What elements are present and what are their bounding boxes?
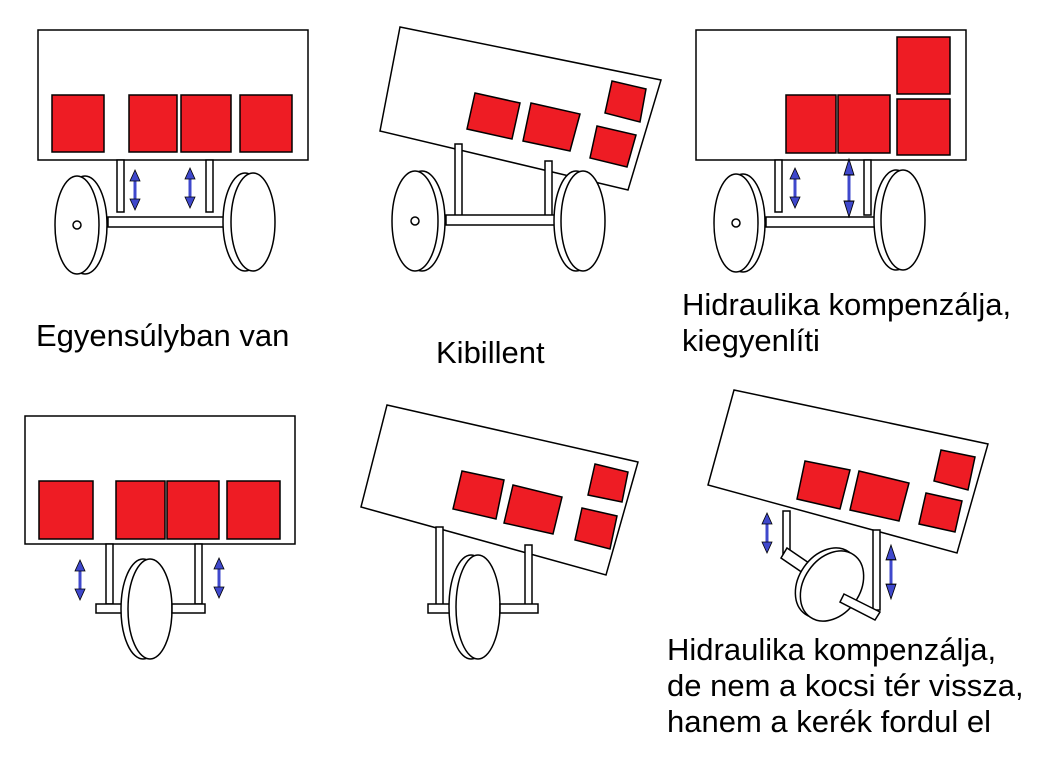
- load-box: [604, 80, 647, 123]
- load-box: [849, 470, 910, 522]
- load-box: [587, 463, 629, 503]
- axle: [838, 592, 882, 621]
- wheel: [880, 169, 926, 271]
- support-post: [454, 143, 463, 218]
- load-box: [522, 102, 581, 152]
- support-post: [544, 160, 553, 218]
- support-post: [872, 529, 881, 611]
- panel-compensated-two-wheels: [695, 29, 967, 273]
- cart-body: [379, 26, 662, 191]
- hydraulic-arrow-icon: [760, 511, 774, 555]
- axle: [499, 603, 539, 614]
- axle-hub: [72, 220, 82, 230]
- load-box: [918, 492, 963, 533]
- hydraulic-arrow-icon: [212, 556, 226, 600]
- wheel: [455, 554, 501, 660]
- caption-line: hanem a kerék fordul el: [667, 704, 991, 739]
- load-box: [589, 125, 637, 168]
- load-box: [796, 460, 851, 510]
- caption-wheel-turns: Hidraulika kompenzálja, de nem a kocsi t…: [667, 632, 1024, 740]
- support-post: [194, 543, 203, 605]
- load-box: [226, 480, 281, 540]
- caption-line: Hidraulika kompenzálja,: [682, 287, 1012, 322]
- wheel: [560, 170, 606, 272]
- load-box: [503, 484, 563, 535]
- load-box: [128, 94, 178, 153]
- load-box: [896, 36, 951, 95]
- caption-balanced: Egyensúlyban van: [36, 318, 290, 353]
- axle: [171, 603, 206, 614]
- load-box: [51, 94, 105, 153]
- load-box: [837, 94, 891, 154]
- support-post: [524, 544, 533, 608]
- caption-line: kiegyenlíti: [682, 323, 820, 358]
- axle: [107, 216, 239, 228]
- panel-balanced-single-wheel: [24, 415, 296, 660]
- support-post: [116, 159, 125, 213]
- load-box: [115, 480, 166, 540]
- wheel: [127, 558, 173, 660]
- axle-hub: [731, 218, 741, 228]
- caption-tipped: Kibillent: [436, 335, 545, 370]
- load-box: [180, 94, 232, 153]
- load-box: [896, 98, 951, 156]
- axle-hub: [410, 216, 420, 226]
- caption-compensated: Hidraulika kompenzálja, kiegyenlíti: [682, 287, 1011, 359]
- support-post: [105, 543, 114, 605]
- panel-tipped-single-wheel: [360, 404, 639, 660]
- support-post: [205, 159, 214, 213]
- panel-wheel-turns: [707, 389, 989, 622]
- load-box: [166, 480, 220, 540]
- load-box: [933, 449, 976, 491]
- hydraulic-arrow-icon: [886, 545, 896, 599]
- hydraulic-arrow-icon: [183, 166, 197, 210]
- panel-tipped-two-wheels: [379, 26, 662, 272]
- support-post: [435, 526, 444, 608]
- panel-balanced-two-wheels: [37, 29, 309, 275]
- hydraulic-arrow-icon: [788, 166, 802, 210]
- load-box: [785, 94, 837, 154]
- hydraulic-arrow-icon: [128, 168, 142, 212]
- caption-line: de nem a kocsi tér vissza,: [667, 668, 1024, 703]
- load-box: [466, 92, 521, 140]
- load-box: [574, 507, 618, 550]
- support-post: [774, 159, 783, 213]
- hydraulic-arrow-icon: [844, 159, 854, 217]
- load-box: [239, 94, 293, 153]
- hydraulic-arrow-icon: [73, 558, 87, 602]
- load-box: [38, 480, 94, 540]
- load-box: [452, 470, 505, 520]
- wheel: [230, 172, 276, 272]
- support-post: [863, 159, 872, 216]
- caption-line: Hidraulika kompenzálja,: [667, 632, 997, 667]
